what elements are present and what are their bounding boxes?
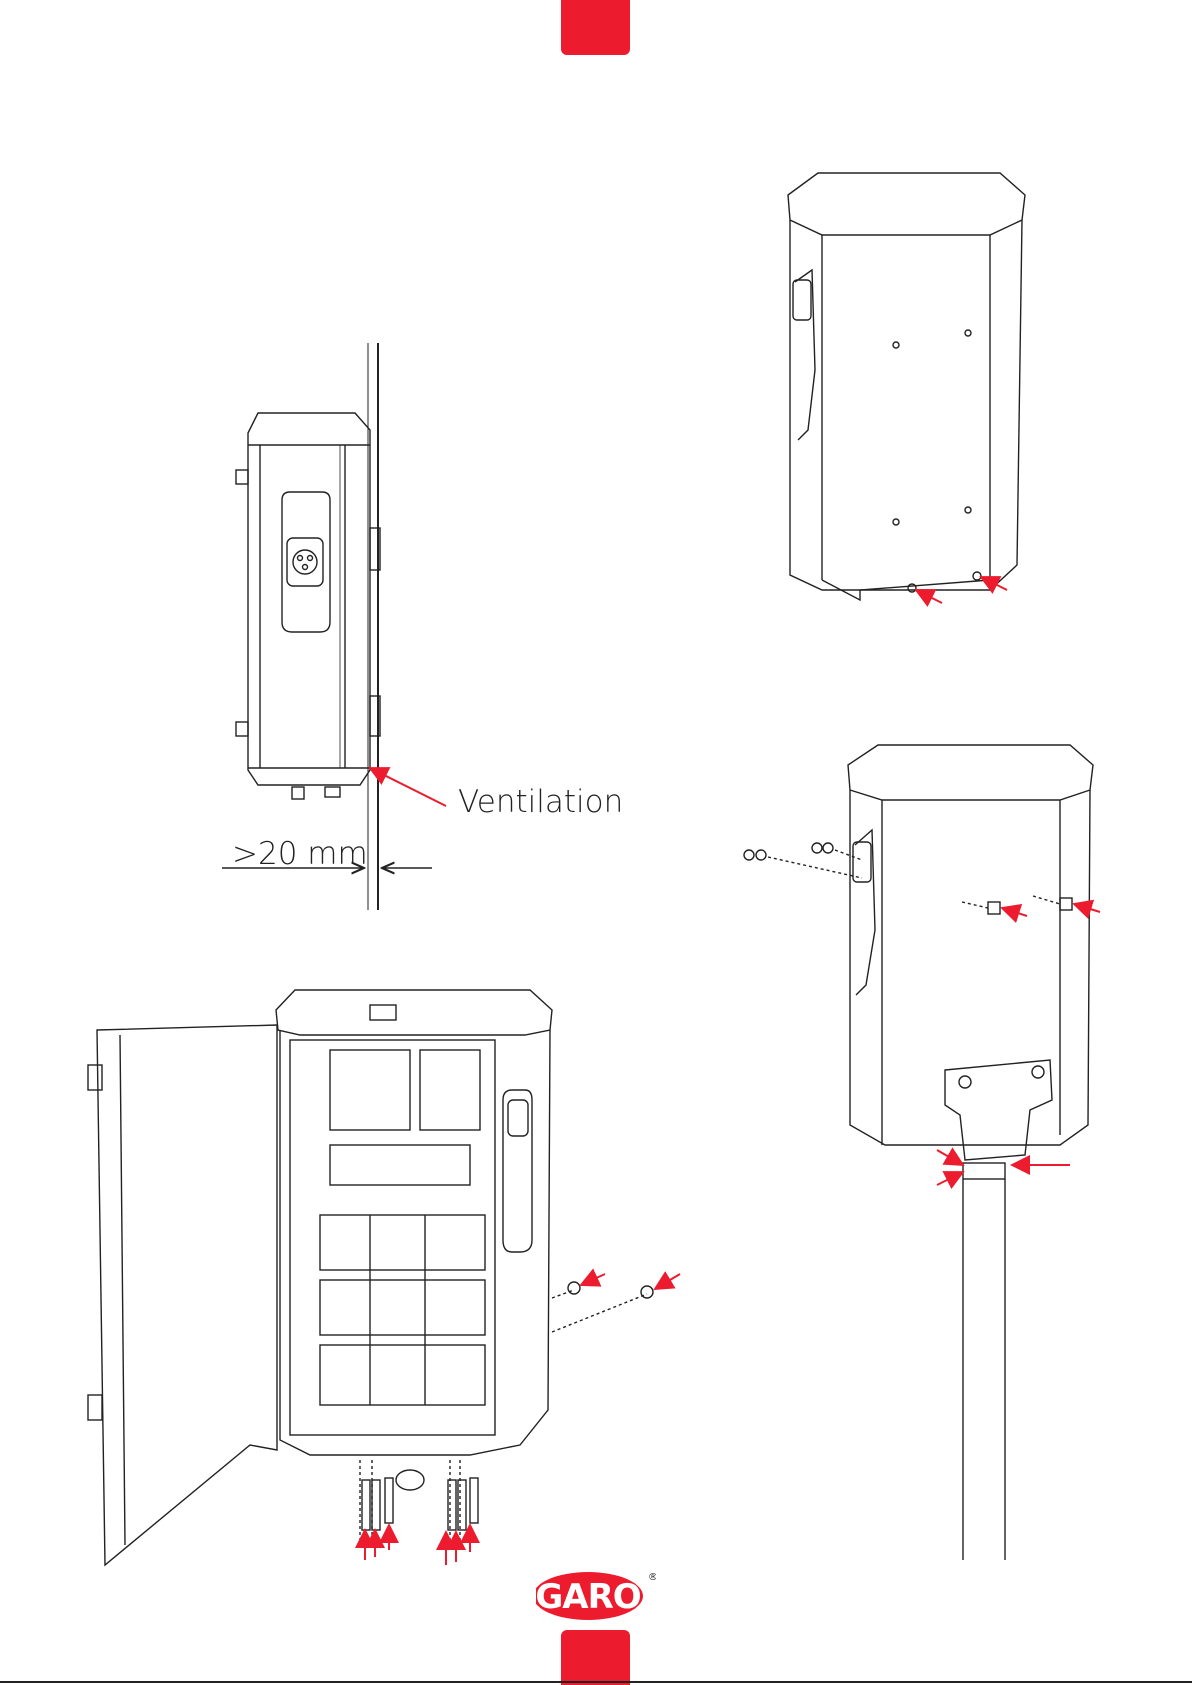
red-arrow-icon — [981, 577, 1007, 590]
screw-icon — [988, 902, 1000, 914]
red-arrow-icon — [655, 1274, 680, 1289]
charger-body-outline — [790, 220, 1022, 590]
garo-logo: GARO ® — [536, 1566, 656, 1622]
pole-mount-view — [744, 745, 1093, 1560]
ventilation-label: Ventilation — [458, 784, 623, 820]
side-view-wall-clearance — [222, 343, 432, 910]
washer-icon — [744, 850, 754, 860]
charger-top-lid — [788, 173, 1025, 235]
registered-mark: ® — [648, 1572, 656, 1583]
charger-side-outline — [248, 413, 370, 785]
clearance-label: >20 mm — [232, 836, 368, 872]
open-charger-view — [88, 990, 653, 1565]
red-arrow-icon — [937, 1150, 963, 1165]
red-arrow-icon — [581, 1274, 605, 1285]
red-arrow-icon-group — [365, 1525, 470, 1565]
red-arrow-icon — [937, 1172, 963, 1185]
footer-line — [0, 1681, 1192, 1683]
red-arrow-icon — [1002, 908, 1027, 916]
red-arrow-icon — [916, 590, 942, 603]
logo-text: GARO — [536, 1577, 641, 1617]
screw-icon — [362, 1480, 370, 1530]
page-tab-bottom — [561, 1630, 630, 1685]
red-arrow-icon — [1074, 904, 1100, 912]
wall-mount-view — [788, 173, 1025, 600]
red-arrow-icon — [370, 768, 446, 806]
